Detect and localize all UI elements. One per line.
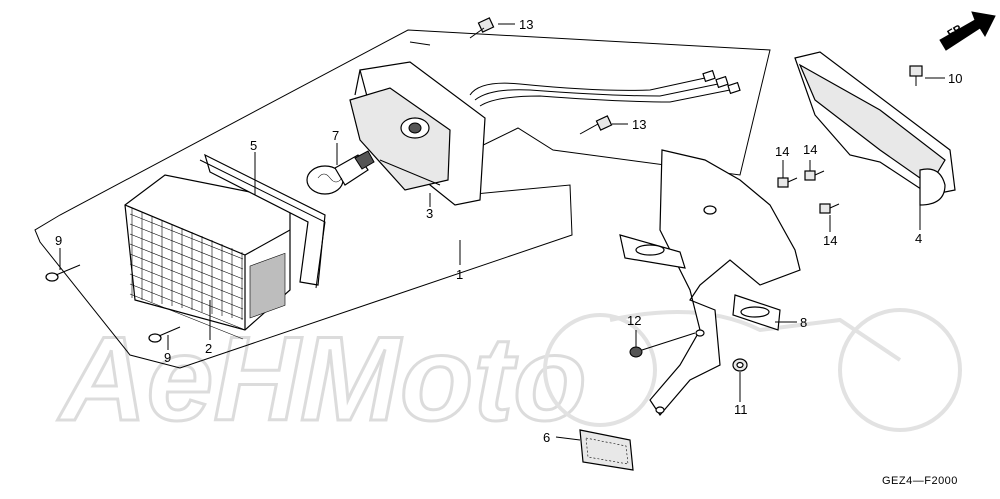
collar-12 xyxy=(629,332,696,358)
bulb xyxy=(306,150,375,195)
callout-11: 11 xyxy=(734,402,748,417)
callout-9-lower: 9 xyxy=(164,350,171,365)
screw-9-upper xyxy=(45,264,81,282)
front-direction-indicator: FR. xyxy=(939,11,996,51)
bolt-14-b xyxy=(804,170,825,181)
callout-3: 3 xyxy=(426,206,433,221)
diagram-code: GEZ4—F2000 xyxy=(882,475,958,487)
housing xyxy=(349,61,486,206)
leader-lines xyxy=(59,23,945,441)
callout-5: 5 xyxy=(250,138,257,153)
callout-2: 2 xyxy=(205,341,212,356)
lens xyxy=(124,174,291,340)
nut-11 xyxy=(732,358,748,372)
bolt-14-c xyxy=(819,203,840,214)
callout-10: 10 xyxy=(948,71,962,86)
callout-14-c: 14 xyxy=(823,233,837,248)
callout-7: 7 xyxy=(332,128,339,143)
callout-9-upper: 9 xyxy=(55,233,62,248)
wire-harness xyxy=(469,69,741,107)
callout-14-b: 14 xyxy=(803,142,817,157)
watermark: AeHMoto xyxy=(56,308,962,448)
callout-4: 4 xyxy=(915,231,922,246)
bolt-14-a xyxy=(777,177,798,188)
screw-9-lower xyxy=(148,326,181,343)
callout-6: 6 xyxy=(543,430,550,445)
bolt-10 xyxy=(909,65,923,86)
callout-12: 12 xyxy=(627,313,641,328)
callout-1: 1 xyxy=(456,267,463,282)
callout-13-lower: 13 xyxy=(632,117,646,132)
bolt-13-upper xyxy=(469,17,495,39)
bracket xyxy=(619,149,801,416)
callout-13-upper: 13 xyxy=(519,17,533,32)
reflector xyxy=(579,429,634,471)
rear-cover xyxy=(794,51,956,206)
callout-14-a: 14 xyxy=(775,144,789,159)
bolt-13-lower xyxy=(579,115,613,135)
watermark-text: AeHMoto xyxy=(57,312,587,446)
callout-8: 8 xyxy=(800,315,807,330)
